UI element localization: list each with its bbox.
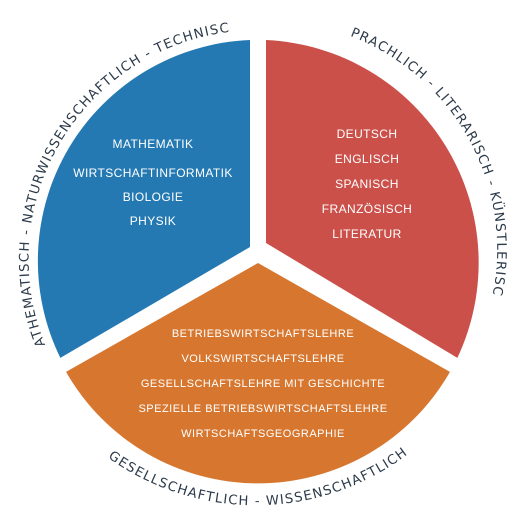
subject-gesellschaftslehre-mit-geschichte: GESELLSCHAFTSLEHRE MIT GESCHICHTE xyxy=(141,378,385,390)
subject-wirtschaftsgeographie: WIRTSCHAFTSGEOGRAPHIE xyxy=(181,428,345,440)
subject-biologie: BIOLOGIE xyxy=(123,190,184,204)
subject-franzoesisch: FRANZÖSISCH xyxy=(322,202,412,216)
subject-betriebswirtschaftslehre: BETRIEBSWIRTSCHAFTSLEHRE xyxy=(172,328,354,340)
sector-left-blue xyxy=(37,40,250,358)
sector-bottom-orange xyxy=(66,263,450,484)
sector-right-red xyxy=(266,40,479,358)
subject-physik: PHYSIK xyxy=(130,214,176,228)
subject-literatur: LITERATUR xyxy=(332,227,401,241)
subject-spanisch: SPANISCH xyxy=(335,177,399,191)
subject-wirtschaftinformatik: WIRTSCHAFTINFORMATIK xyxy=(73,166,233,180)
subject-englisch: ENGLISCH xyxy=(335,152,400,166)
subject-spezielle-betriebswirtschaftslehre: SPEZIELLE BETRIEBSWIRTSCHAFTSLEHRE xyxy=(138,403,387,415)
subject-mathematik: MATHEMATIK xyxy=(113,137,194,151)
subject-volkswirtschaftslehre: VOLKSWIRTSCHAFTSLEHRE xyxy=(181,353,344,365)
subject-deutsch: DEUTSCH xyxy=(337,127,398,141)
